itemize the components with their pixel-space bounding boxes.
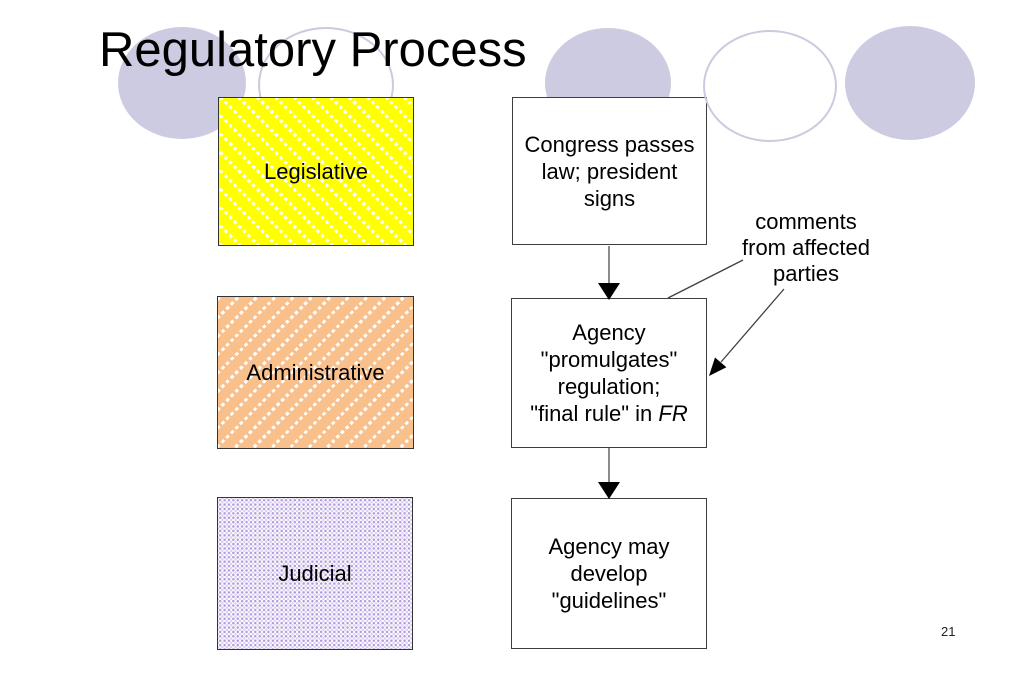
agency-line-3: regulation; bbox=[557, 374, 661, 399]
judicial-box: Judicial bbox=[217, 497, 413, 650]
agency-line-2: "promulgates" bbox=[540, 347, 678, 372]
congress-line-3: signs bbox=[583, 185, 636, 211]
annotation-line-1: comments bbox=[755, 209, 857, 234]
agency-line-4-text: "final rule" in bbox=[530, 401, 659, 426]
annotation-line-2: from affected bbox=[742, 235, 870, 260]
agency-box: Agency "promulgates" regulation; "final … bbox=[511, 298, 707, 448]
congress-line-1: Congress passes bbox=[524, 131, 695, 157]
comments-to-agency-arrowhead-icon bbox=[709, 357, 727, 376]
legislative-box: Legislative bbox=[218, 97, 414, 246]
page-number: 21 bbox=[941, 624, 956, 639]
guidelines-line-1: Agency may bbox=[548, 534, 670, 559]
page-title: Regulatory Process bbox=[99, 23, 527, 77]
guidelines-box: Agency may develop "guidelines" bbox=[511, 498, 707, 649]
legislative-label: Legislative bbox=[264, 158, 368, 184]
agency-to-guidelines-arrowhead-icon bbox=[598, 482, 620, 499]
decorative-circle-filled-3 bbox=[845, 26, 975, 140]
congress-box: Congress passes law; president signs bbox=[512, 97, 707, 245]
agency-line-4: "final rule" in FR bbox=[530, 400, 687, 427]
comments-to-agency-arrow-line bbox=[720, 288, 785, 363]
annotation-line-3: parties bbox=[772, 261, 840, 286]
judicial-label: Judicial bbox=[278, 560, 352, 586]
decorative-circle-outlined-2 bbox=[703, 30, 837, 142]
congress-line-2: law; president bbox=[541, 158, 678, 184]
agency-line-1: Agency bbox=[572, 320, 646, 345]
guidelines-line-2: develop bbox=[570, 561, 648, 586]
guidelines-line-3: "guidelines" bbox=[551, 588, 667, 613]
agency-line-4-italic: FR bbox=[658, 401, 688, 426]
comments-annotation: comments from affected parties bbox=[716, 209, 896, 287]
administrative-label: Administrative bbox=[246, 359, 385, 385]
administrative-box: Administrative bbox=[217, 296, 414, 449]
